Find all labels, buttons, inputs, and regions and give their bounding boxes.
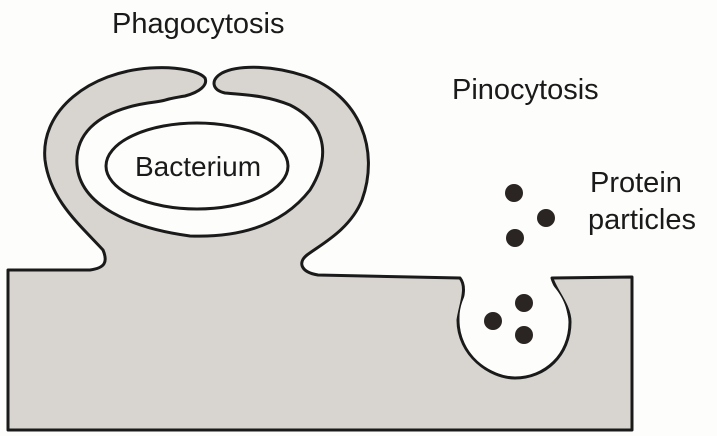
protein-particle <box>515 326 533 344</box>
pinocytosis-label: Pinocytosis <box>452 73 599 108</box>
bacterium-label: Bacterium <box>135 150 261 184</box>
protein-particle <box>506 229 524 247</box>
protein-label-line1: Protein <box>590 166 682 201</box>
protein-particle <box>505 184 523 202</box>
cell-body <box>8 67 632 430</box>
protein-particle <box>484 312 502 330</box>
protein-label-line2: particles <box>588 203 696 238</box>
protein-particle <box>515 294 533 312</box>
protein-particle <box>537 209 555 227</box>
phagocytosis-label: Phagocytosis <box>112 7 285 42</box>
